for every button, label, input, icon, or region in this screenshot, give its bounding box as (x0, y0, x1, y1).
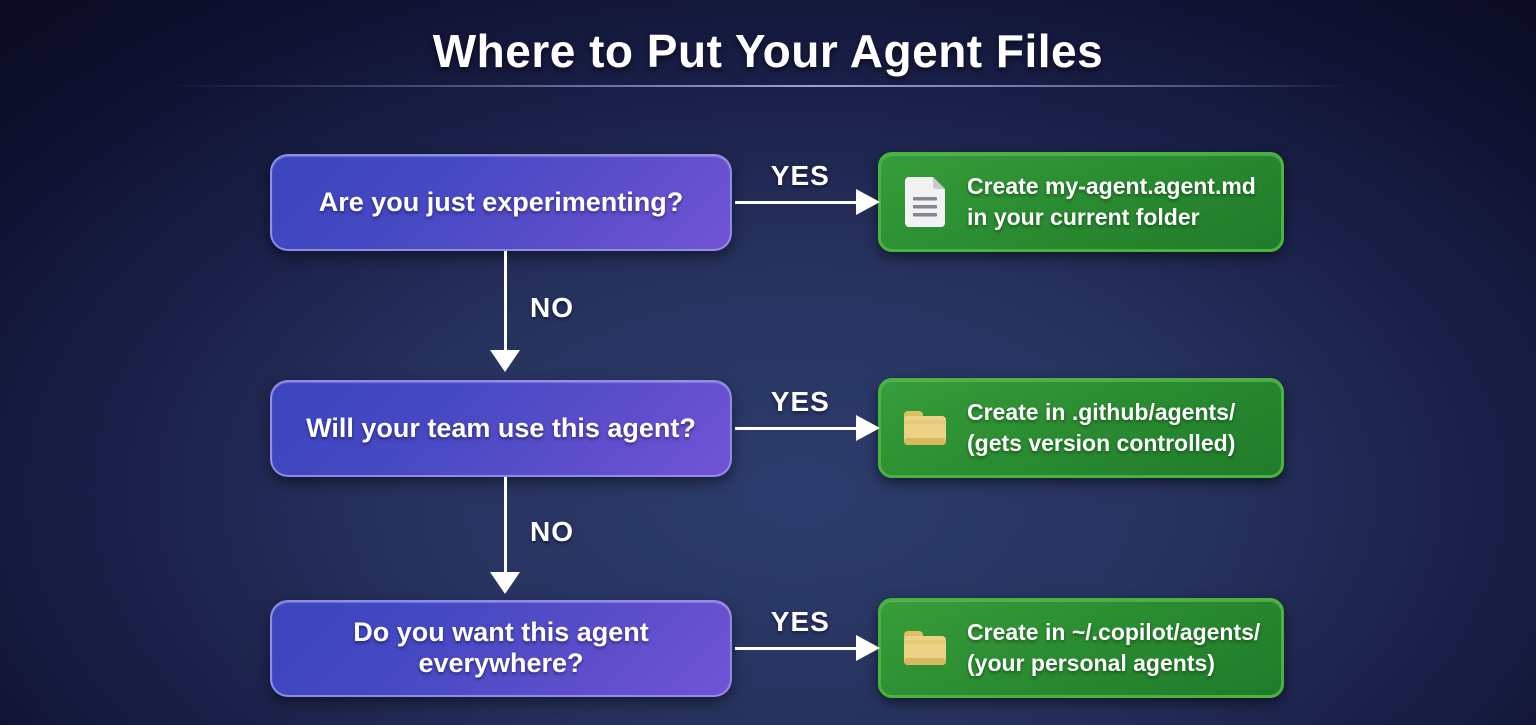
yes-label: YES (770, 606, 830, 637)
yes-connector-1: YES (732, 152, 880, 252)
answer-line1: Create in ~/.copilot/agents/ (967, 619, 1261, 645)
folder-icon (901, 402, 949, 454)
arrow-down-icon (490, 572, 520, 594)
question-box-agent-everywhere: Do you want this agent everywhere? (270, 599, 732, 697)
answer-box-copilot-agents: Create in ~/.copilot/agents/ (your perso… (878, 598, 1284, 698)
title-divider (160, 85, 1350, 87)
flow-row-1: Are you just experimenting? YES (270, 152, 1284, 252)
arrow-right-icon (856, 189, 880, 215)
arrow-down-line (504, 477, 507, 578)
arrow-right-line (735, 427, 862, 430)
no-label: NO (530, 515, 574, 547)
yes-connector-2: YES (732, 378, 880, 478)
arrow-down-line (504, 251, 507, 356)
arrow-right-line (735, 647, 862, 650)
yes-connector-3: YES (732, 598, 880, 698)
answer-line2: (gets version controlled) (967, 430, 1236, 456)
question-text: Do you want this agent everywhere? (353, 617, 649, 678)
no-connector-2: NO (490, 477, 580, 594)
yes-label: YES (770, 160, 830, 191)
arrow-right-icon (856, 415, 880, 441)
folder-icon (901, 622, 949, 674)
answer-line1: Create in .github/agents/ (967, 399, 1236, 425)
arrow-right-line (735, 201, 862, 204)
flow-row-3: Do you want this agent everywhere? YES (270, 598, 1284, 698)
document-icon (901, 176, 949, 228)
answer-box-github-agents: Create in .github/agents/ (gets version … (878, 378, 1284, 478)
question-text: Are you just experimenting? (318, 186, 684, 217)
answer-line1: Create my-agent.agent.md (967, 173, 1256, 199)
arrow-down-icon (490, 350, 520, 372)
answer-text: Create my-agent.agent.md in your current… (967, 171, 1256, 233)
no-label: NO (530, 291, 574, 323)
answer-line2: (your personal agents) (967, 650, 1215, 676)
answer-text: Create in .github/agents/ (gets version … (967, 397, 1235, 459)
question-box-team-use: Will your team use this agent? (270, 379, 732, 477)
answer-line2: in your current folder (967, 204, 1200, 230)
question-text: Will your team use this agent? (306, 412, 696, 443)
page-title: Where to Put Your Agent Files (432, 25, 1104, 77)
yes-label: YES (770, 386, 830, 417)
no-connector-1: NO (490, 251, 580, 372)
question-box-experimenting: Are you just experimenting? (270, 153, 732, 251)
answer-text: Create in ~/.copilot/agents/ (your perso… (967, 617, 1260, 679)
flow-row-2: Will your team use this agent? YES (270, 378, 1284, 478)
arrow-right-icon (856, 635, 880, 661)
answer-box-current-folder: Create my-agent.agent.md in your current… (878, 152, 1284, 252)
